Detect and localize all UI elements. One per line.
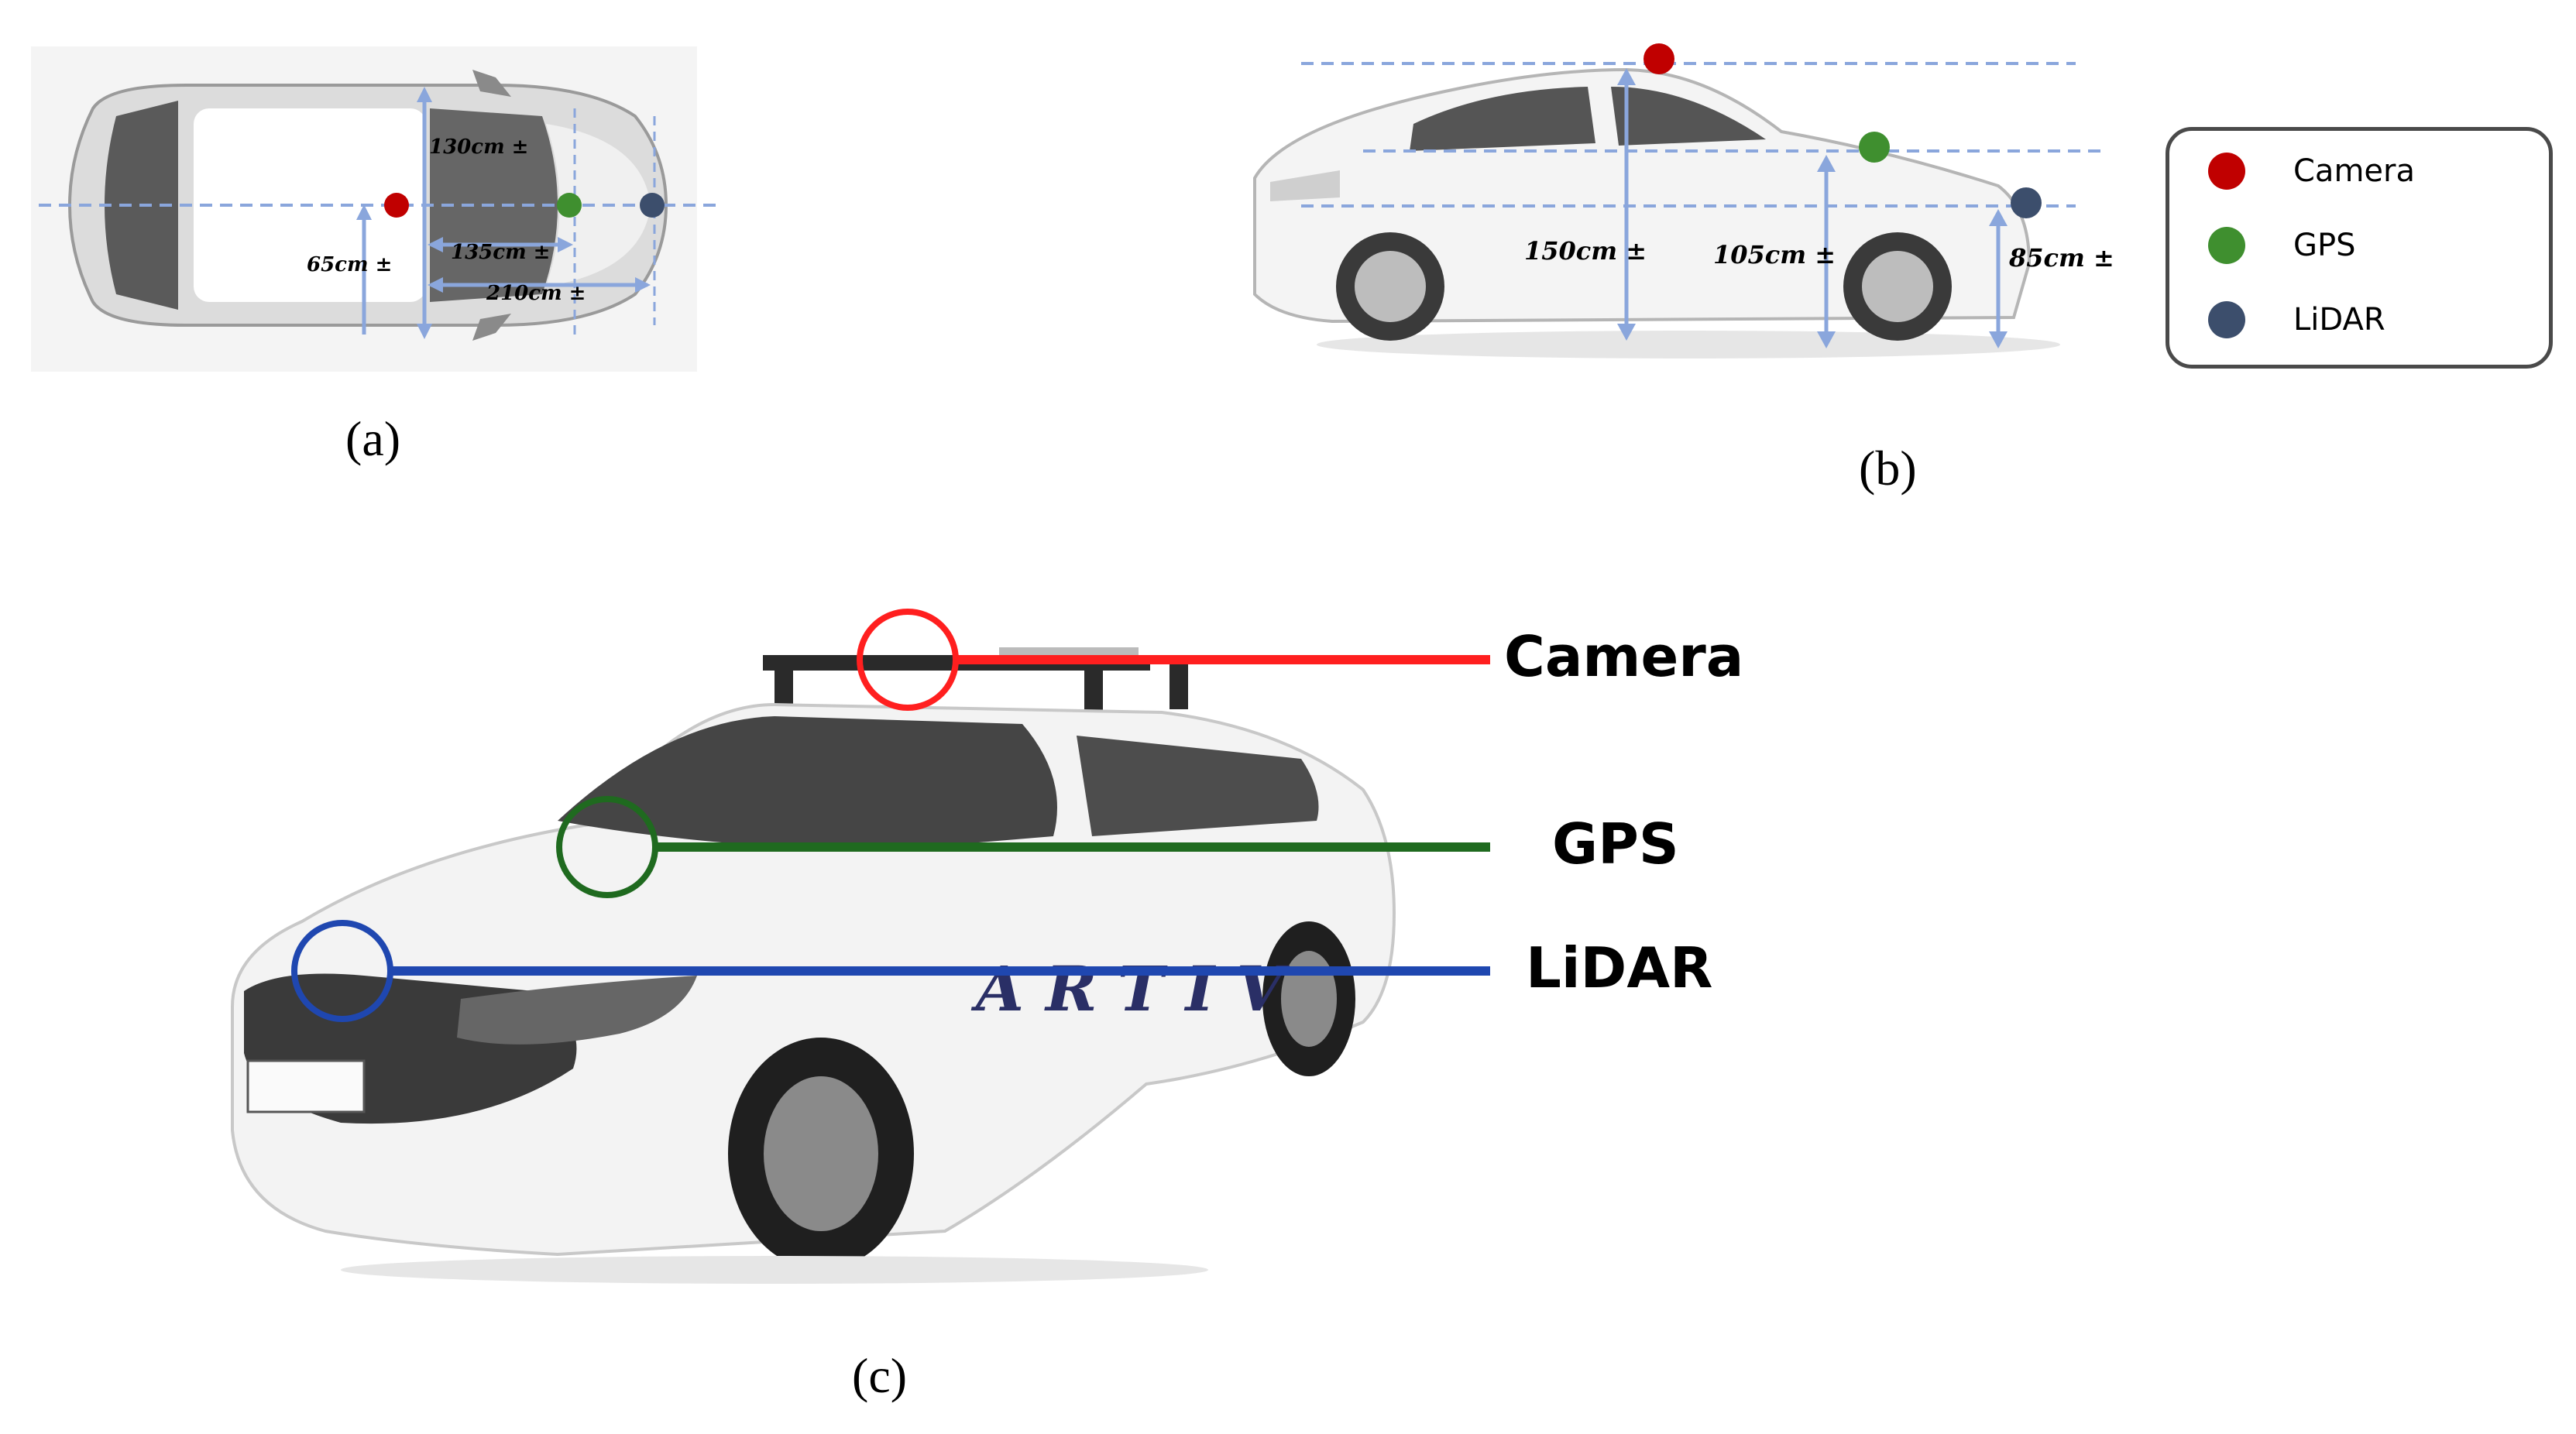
lidar-callout-ring xyxy=(291,920,393,1022)
lidar-marker-top xyxy=(640,193,665,218)
camera-marker-side xyxy=(1643,43,1674,74)
vehicle-photo: ARTIV xyxy=(231,647,1396,1284)
legend-item-lidar: LiDAR xyxy=(2208,301,2385,338)
gps-legend-dot xyxy=(2208,227,2245,264)
legend-item-camera: Camera xyxy=(2208,153,2415,190)
top-view-diagram: 130cm ± 135cm ± 210cm ± 65cm ± xyxy=(31,46,720,372)
svg-text:ARTIV: ARTIV xyxy=(970,952,1306,1025)
lidar-legend-dot xyxy=(2208,301,2245,338)
dim-label-lidar-h: 85cm ± xyxy=(2008,243,2114,273)
gps-marker-top xyxy=(557,193,582,218)
caption-a: (a) xyxy=(345,411,401,466)
legend-label-camera: Camera xyxy=(2293,153,2415,189)
dim-label-lidar-x: 210cm ± xyxy=(486,282,586,305)
legend-label-lidar: LiDAR xyxy=(2293,302,2385,338)
legend-label-gps: GPS xyxy=(2293,228,2356,263)
side-view-diagram: 150cm ± 105cm ± 85cm ± xyxy=(1253,43,2114,358)
caption-c: (c) xyxy=(852,1348,908,1403)
car-side-view-image xyxy=(1253,67,2060,358)
dim-label-gps-x: 135cm ± xyxy=(451,241,550,264)
panel-a-top-view: 130cm ± 135cm ± 210cm ± 65cm ± xyxy=(0,0,744,387)
camera-callout-ring xyxy=(857,609,959,711)
caption-b: (b) xyxy=(1859,441,1917,496)
camera-label: Camera xyxy=(1504,624,1744,689)
dim-label-y: 65cm ± xyxy=(307,253,392,276)
sensor-legend: Camera GPS LiDAR xyxy=(2166,127,2553,369)
panel-c-photo: ARTIV xyxy=(186,588,1518,1301)
gps-callout-ring xyxy=(556,796,658,898)
legend-item-gps: GPS xyxy=(2208,227,2356,264)
gps-label: GPS xyxy=(1552,811,1679,877)
lidar-marker-side xyxy=(2011,187,2042,218)
lidar-label: LiDAR xyxy=(1526,935,1713,1000)
panel-b-side-view: 150cm ± 105cm ± 85cm ± xyxy=(1224,15,2153,372)
camera-legend-dot xyxy=(2208,153,2245,190)
gps-marker-side xyxy=(1859,132,1890,163)
camera-marker-top xyxy=(384,193,409,218)
dim-label-camera-x: 130cm ± xyxy=(429,136,528,159)
dim-label-gps-h: 105cm ± xyxy=(1713,240,1836,269)
dim-label-camera-h: 150cm ± xyxy=(1524,236,1647,266)
